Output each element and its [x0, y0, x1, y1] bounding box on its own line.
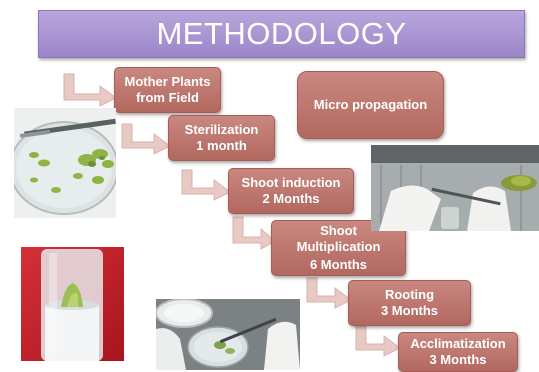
step-shoot-induction: Shoot induction 2 Months	[228, 168, 354, 214]
flow-arrow-1	[63, 73, 117, 107]
step-mother-plants: Mother Plants from Field	[114, 67, 221, 113]
flow-arrow-5	[306, 277, 352, 309]
flow-arrow-6	[355, 325, 401, 357]
petri-dish-handling-photo	[156, 299, 300, 370]
petri-dish-explants-photo	[14, 108, 116, 218]
flow-arrow-4	[232, 216, 276, 250]
micro-propagation-callout: Micro propagation	[297, 71, 444, 139]
laminar-hood-photo	[371, 145, 539, 231]
culture-jar-photo	[21, 247, 124, 361]
step-rooting: Rooting 3 Months	[348, 280, 471, 326]
step-acclimatization: Acclimatization 3 Months	[398, 332, 518, 372]
flow-arrow-3	[181, 169, 231, 201]
title-banner: METHODOLOGY	[38, 10, 525, 58]
step-sterilization: Sterilization 1 month	[168, 115, 275, 161]
page-title: METHODOLOGY	[156, 16, 407, 51]
flow-arrow-2	[121, 123, 171, 155]
